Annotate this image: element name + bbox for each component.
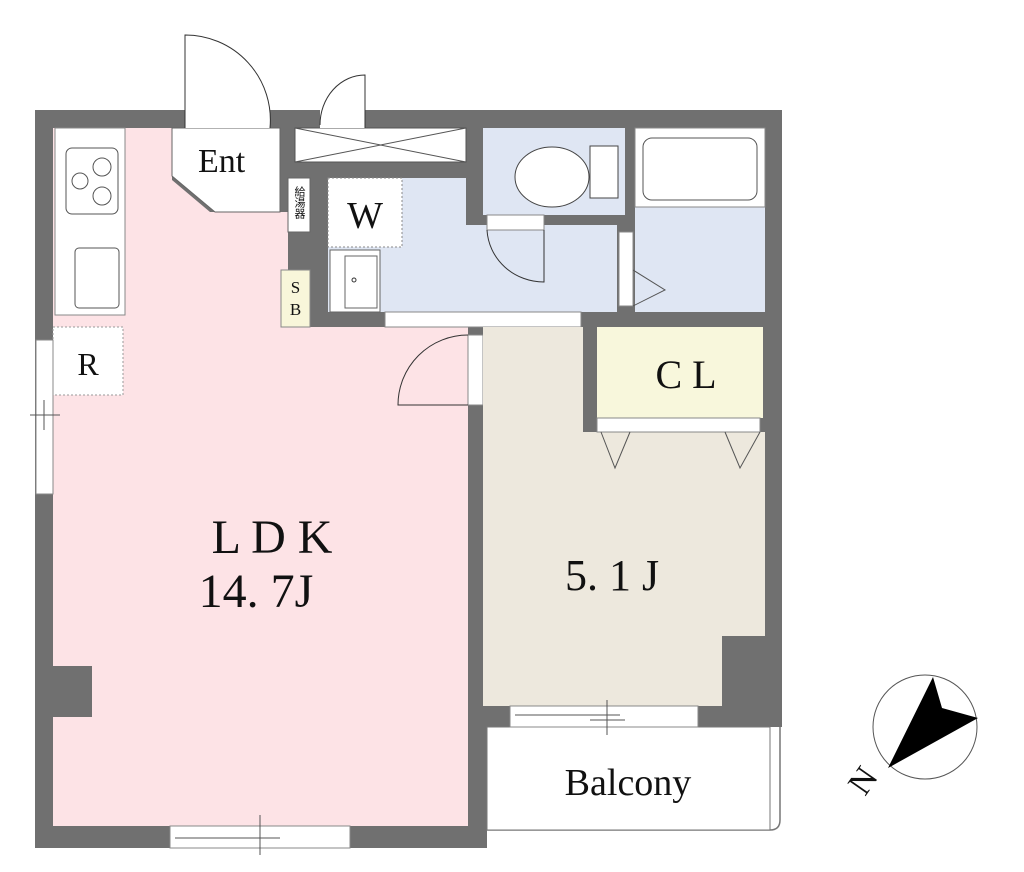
- refrigerator-space: [52, 326, 124, 396]
- washbasin-bowl: [344, 255, 378, 309]
- meter-door[interactable]: [319, 74, 366, 128]
- burner-icon: [92, 157, 112, 177]
- toilet-door-opening: [486, 214, 545, 231]
- compass: N: [841, 674, 978, 802]
- ldk-room: [53, 128, 468, 826]
- bath-door-swing: [632, 269, 667, 307]
- balcony-label: Balcony: [565, 762, 692, 804]
- toilet-bowl: [514, 146, 590, 208]
- bedroom: [483, 327, 765, 706]
- drain-icon: [351, 277, 357, 283]
- entrance-label: Ent: [198, 143, 246, 180]
- water-heater-box: [287, 177, 311, 233]
- storage-cross: [294, 127, 467, 163]
- bedroom-window[interactable]: [509, 705, 699, 728]
- window-mark: [30, 400, 60, 430]
- stove: [65, 147, 119, 215]
- burner-icon: [71, 172, 89, 190]
- window-mark: [175, 815, 280, 855]
- entry-door[interactable]: [184, 34, 271, 129]
- ldk-size: 14. 7J: [199, 565, 314, 618]
- bedroom-door-jamb: [467, 334, 484, 406]
- bedroom-door[interactable]: [397, 334, 469, 406]
- washroom-label: W: [347, 195, 383, 237]
- north-arrow-icon: [888, 677, 978, 768]
- toilet-tank: [589, 145, 619, 199]
- meter-door-opening: [320, 110, 365, 128]
- compass-label: N: [841, 760, 885, 801]
- closet: [597, 327, 763, 418]
- closet-door-swing: [600, 431, 761, 470]
- closet-label: C L: [655, 352, 716, 397]
- shoe-box: [280, 269, 311, 328]
- ldk-name: L D K: [212, 511, 333, 564]
- entry-door-opening: [185, 110, 270, 128]
- washroom-sliding-door[interactable]: [384, 311, 582, 328]
- water-heater-label: 給湯器: [293, 185, 306, 220]
- window-mark: [515, 700, 625, 735]
- bathtub-inner: [642, 137, 758, 201]
- burner-icon: [92, 186, 112, 206]
- closet-door[interactable]: [596, 417, 761, 433]
- refrigerator-label: R: [77, 346, 99, 382]
- toilet-door[interactable]: [486, 229, 545, 283]
- bedroom-size: 5. 1 J: [565, 551, 659, 600]
- kitchen-sink: [74, 247, 120, 309]
- shoe-box-label: SB: [289, 277, 302, 319]
- bath-door[interactable]: [618, 231, 634, 307]
- washroom-label-box: [327, 177, 403, 248]
